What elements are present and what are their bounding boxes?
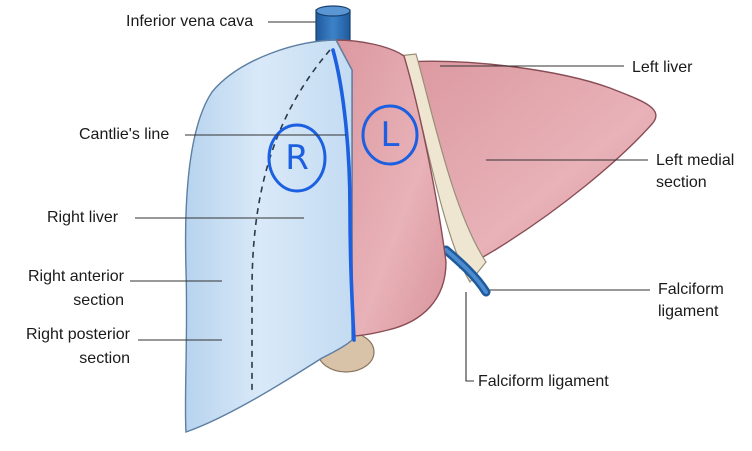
- label-right-posterior-line1: Right posterior: [6, 325, 130, 344]
- label-right-liver: Right liver: [47, 208, 118, 227]
- label-right-posterior-line2: section: [6, 349, 130, 368]
- label-falciform-right-line1: Falciform: [658, 280, 724, 299]
- label-falciform-ligament-right: Falciform ligament: [658, 280, 724, 321]
- l-mark: L: [373, 116, 407, 154]
- label-left-medial-line1: Left medial: [656, 151, 734, 170]
- label-right-anterior-line2: section: [8, 291, 124, 310]
- label-right-posterior-section: Right posterior section: [6, 325, 130, 368]
- leader-falciform-bottom: [466, 292, 474, 381]
- right-liver-lobe: [185, 40, 352, 432]
- label-left-medial-line2: section: [656, 173, 734, 192]
- label-falciform-right-line2: ligament: [658, 302, 724, 321]
- label-falciform-ligament-bottom: Falciform ligament: [478, 372, 609, 391]
- label-left-liver: Left liver: [632, 58, 692, 77]
- label-cantlies-line: Cantlie's line: [79, 125, 169, 144]
- label-right-anterior-section: Right anterior section: [8, 267, 124, 310]
- r-mark: R: [280, 139, 314, 177]
- label-left-medial-section: Left medial section: [656, 151, 734, 192]
- label-right-anterior-line1: Right anterior: [8, 267, 124, 286]
- label-inferior-vena-cava: Inferior vena cava: [126, 12, 253, 31]
